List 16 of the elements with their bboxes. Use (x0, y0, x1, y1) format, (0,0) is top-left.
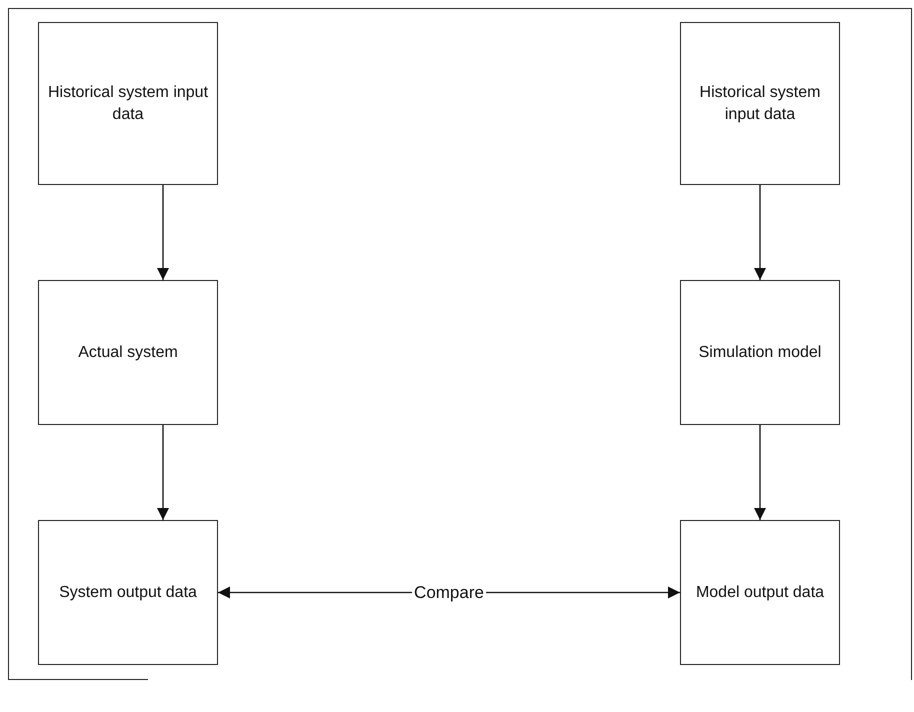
process-box (680, 520, 840, 665)
process-box (38, 280, 218, 425)
box-label: Actual system (78, 342, 178, 363)
process-box (680, 280, 840, 425)
process-box (38, 520, 218, 665)
arrow (754, 185, 766, 280)
box-label: Model output data (696, 582, 824, 603)
box-label: Historical system input data (698, 82, 822, 124)
arrow (754, 425, 766, 520)
box-label: System output data (59, 582, 197, 603)
box-label: Historical system input data (46, 82, 210, 124)
arrow (157, 425, 169, 520)
arrow (157, 185, 169, 280)
process-box (38, 22, 218, 185)
process-box (680, 22, 840, 185)
box-label: Simulation model (698, 342, 822, 363)
